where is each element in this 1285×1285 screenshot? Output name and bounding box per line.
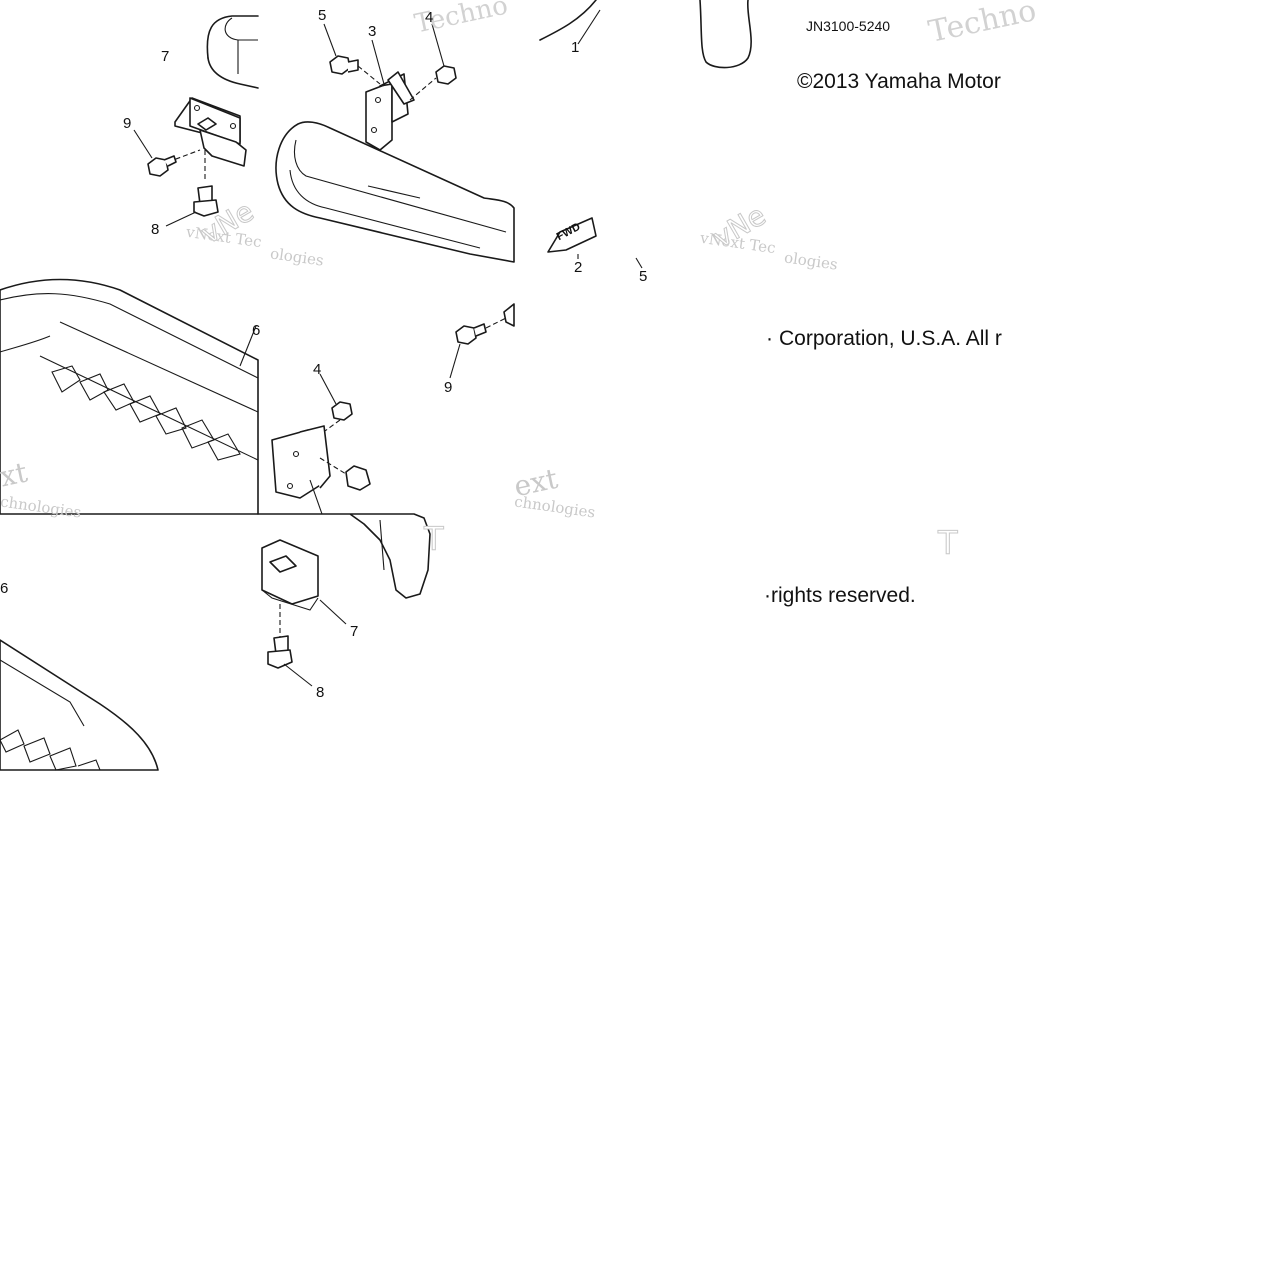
callout-9: 9 — [444, 379, 453, 396]
bolt-5-top — [323, 23, 381, 85]
bolt-8-top — [165, 185, 219, 227]
copyright-line-1: ©2013 Yamaha Motor — [797, 70, 1001, 93]
callout-8: 8 — [316, 684, 325, 701]
fwd-arrow — [547, 217, 643, 269]
copyright-line-3: ·rights reserved. — [764, 584, 916, 608]
callout-7: 7 — [161, 48, 170, 65]
bolt-9-top — [133, 129, 177, 177]
callout-3: 3 — [368, 23, 377, 40]
bolt-4-top — [431, 23, 457, 85]
rear-bumper-main — [275, 121, 515, 263]
copyright-line-2: · Corporation, U.S.A. All r — [766, 327, 1002, 351]
callout-5: 5 — [639, 268, 648, 285]
bolt-9-mid — [449, 303, 515, 379]
copyright-line-3-prefix: · — [764, 584, 771, 607]
callout-6: 6 — [252, 322, 261, 339]
bumper-end-top-left — [206, 15, 259, 89]
callout-4: 4 — [313, 361, 322, 378]
callout-4: 4 — [425, 9, 434, 26]
bracket-7-lower — [257, 513, 431, 687]
copyright-line-3-text: rights reserved. — [771, 584, 916, 607]
callout-7: 7 — [350, 623, 359, 640]
part-code: JN3100-5240 — [806, 18, 891, 34]
bracket-4-mid — [271, 373, 371, 515]
callout-5: 5 — [318, 7, 327, 24]
callout-8: 8 — [151, 221, 160, 238]
callout-2: 2 — [574, 259, 583, 276]
callout-1: 1 — [571, 39, 580, 56]
rear-bumper-6-top — [0, 278, 259, 515]
callout-9: 9 — [123, 115, 132, 132]
bracket-7-top — [167, 97, 247, 182]
rear-bumper-6-bottom — [0, 639, 159, 771]
rear-bumper-1 — [539, 0, 752, 69]
copyright-line-2-prefix: · — [766, 327, 773, 350]
callout-6: 6 — [0, 580, 9, 597]
bracket-3 — [365, 39, 437, 151]
copyright-line-2-text: Corporation, U.S.A. All r — [779, 327, 1002, 350]
